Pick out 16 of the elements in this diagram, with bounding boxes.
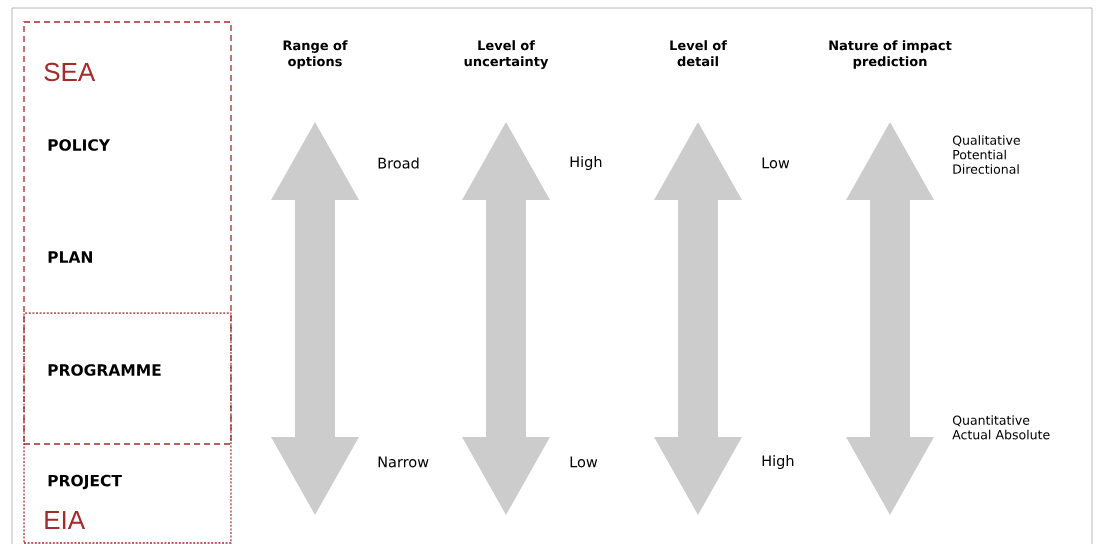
level-label: PLAN — [48, 251, 92, 263]
column-heading: Level of uncertainty — [464, 40, 549, 69]
scale-label: Low — [570, 456, 598, 468]
column-heading: Range of options — [283, 40, 348, 69]
scale-label: Narrow — [378, 456, 429, 468]
column-heading: Nature of impact prediction — [829, 40, 952, 69]
scale-label: Low — [762, 157, 790, 169]
scale-label: High — [762, 455, 794, 469]
scale-label: Broad — [378, 157, 419, 169]
scale-label: High — [570, 156, 602, 170]
column-heading: Level of detail — [670, 40, 727, 67]
level-label: PROGRAMME — [48, 364, 161, 376]
level-label: POLICY — [48, 139, 111, 151]
scale-label: Quantitative Actual Absolute — [952, 415, 1050, 440]
level-label: PROJECT — [48, 474, 122, 490]
scale-label: Qualitative Potential Directional — [952, 135, 1020, 174]
